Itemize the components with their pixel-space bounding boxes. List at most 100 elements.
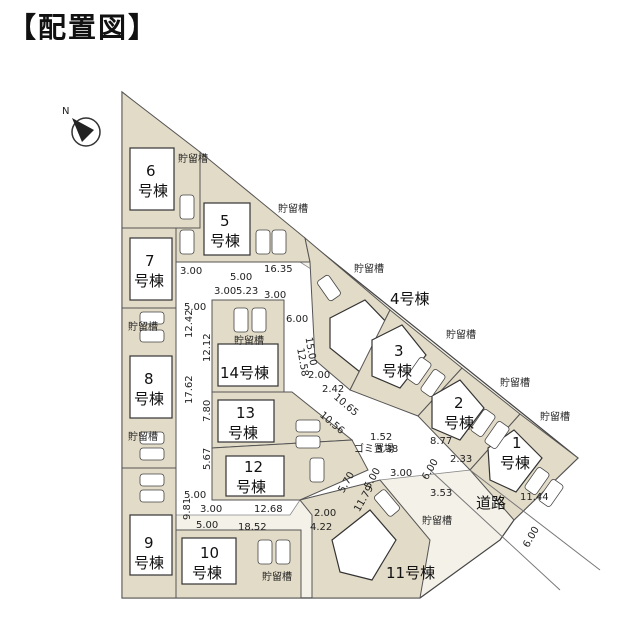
house-1-suffix: 号棟 xyxy=(500,454,530,472)
parked-car xyxy=(317,274,341,302)
house-13-number: 13 xyxy=(236,404,255,422)
dimension: 5.00 xyxy=(230,272,252,283)
house-7-suffix: 号棟 xyxy=(134,272,164,290)
dimension: 8.77 xyxy=(430,436,452,447)
house-4-label: 4号棟 xyxy=(390,290,430,308)
road-label: 道路 xyxy=(476,494,506,512)
dimension: 6.00 xyxy=(286,314,308,325)
page-title: 【配置図】 xyxy=(8,11,159,44)
dimension: 5.67 xyxy=(202,448,213,470)
house-9-suffix: 号棟 xyxy=(134,554,164,572)
house-3-suffix: 号棟 xyxy=(382,362,412,380)
parked-car xyxy=(179,194,195,220)
parked-car xyxy=(295,419,321,433)
dimension: 4.22 xyxy=(310,522,332,533)
house-6-suffix: 号棟 xyxy=(138,182,168,200)
house-9-number: 9 xyxy=(144,534,154,552)
parked-car xyxy=(139,489,165,503)
parked-car xyxy=(139,311,165,325)
tank-label: 貯留槽 xyxy=(128,430,158,443)
dimension: 5.00 xyxy=(196,520,218,531)
parked-car xyxy=(484,421,510,449)
dimension: 11.44 xyxy=(520,492,549,503)
parked-car xyxy=(420,369,446,397)
parked-car xyxy=(470,409,496,437)
house-3-number: 3 xyxy=(394,342,404,360)
dimension: 1.52 xyxy=(370,432,392,443)
tank-label: 貯留槽 xyxy=(178,152,208,165)
house-2 xyxy=(431,379,485,441)
tank-label: 貯留槽 xyxy=(278,202,308,215)
dimension: 15.00 xyxy=(303,336,319,366)
parked-car xyxy=(257,539,273,565)
house-13-suffix: 号棟 xyxy=(228,424,258,442)
parked-car xyxy=(538,479,564,507)
tank-label: 貯留槽 xyxy=(422,514,452,527)
house-9 xyxy=(129,514,173,576)
house-6 xyxy=(129,147,175,211)
parked-car xyxy=(275,539,291,565)
house-10-suffix: 号棟 xyxy=(192,564,222,582)
dimension: 3.38 xyxy=(376,444,398,455)
house-labels: 6 号棟 5 号棟 7 号棟 8 号棟 9 号棟 10 号棟 14号棟 13 号… xyxy=(134,162,530,582)
house-12-suffix: 号棟 xyxy=(236,478,266,496)
parked-car xyxy=(179,229,195,255)
tank-label: 貯留槽 xyxy=(500,376,530,389)
parked-car xyxy=(233,307,249,333)
dimension: 17.62 xyxy=(184,375,195,404)
house-6-number: 6 xyxy=(146,162,156,180)
dimension: 9.81 xyxy=(182,498,193,520)
parked-car xyxy=(251,307,267,333)
parked-car xyxy=(139,329,165,343)
tank-label: 貯留槽 xyxy=(262,570,292,583)
house-8-suffix: 号棟 xyxy=(134,390,164,408)
house-7-number: 7 xyxy=(145,252,155,270)
house-11 xyxy=(331,509,397,581)
road-edge xyxy=(469,469,601,571)
parked-car xyxy=(139,473,165,487)
tank-label: 貯留槽 xyxy=(540,410,570,423)
house-8 xyxy=(129,355,173,419)
parked-car xyxy=(295,435,321,449)
parked-car xyxy=(139,447,165,461)
house-2-suffix: 号棟 xyxy=(444,414,474,432)
dimension: 16.35 xyxy=(264,264,293,275)
dimension: 3.53 xyxy=(430,488,452,499)
dimension: 5.23 xyxy=(236,286,258,297)
dimension: 2.00 xyxy=(308,370,330,381)
dimension: 3.00 xyxy=(264,290,286,301)
tank-labels: 貯留槽 貯留槽 貯留槽 貯留槽 貯留槽 貯留槽 貯留槽 貯留槽 貯留槽 貯留槽 … xyxy=(128,152,570,583)
tank-label: 貯留槽 xyxy=(446,328,476,341)
parked-car xyxy=(271,229,287,255)
north-label: N xyxy=(62,106,69,117)
parked-car xyxy=(406,357,432,385)
road-edge xyxy=(429,469,561,591)
house-8-number: 8 xyxy=(144,370,154,388)
dimension: 3.00 xyxy=(200,504,222,515)
house-12 xyxy=(225,455,285,497)
dimension: 12.42 xyxy=(184,309,195,338)
house-13 xyxy=(217,399,275,443)
dimension: 18.52 xyxy=(238,522,267,533)
dimension: 3.00 xyxy=(390,468,412,479)
house-7 xyxy=(129,237,173,301)
dimension: 7.80 xyxy=(202,400,213,422)
tank-label: 貯留槽 xyxy=(128,320,158,333)
parked-car xyxy=(524,467,550,495)
dimension: 12.68 xyxy=(254,504,283,515)
garbage-label: ゴミ置場 xyxy=(354,442,394,455)
house-1-number: 1 xyxy=(512,434,522,452)
parked-car xyxy=(255,229,271,255)
tank-label: 貯留槽 xyxy=(234,334,264,347)
tank-label: 貯留槽 xyxy=(354,262,384,275)
dimension: 2.42 xyxy=(322,384,344,395)
parked-car xyxy=(374,489,400,517)
house-10-number: 10 xyxy=(200,544,219,562)
house-11-label: 11号棟 xyxy=(386,564,435,582)
house-5 xyxy=(203,202,251,256)
house-1 xyxy=(487,429,543,493)
house-5-number: 5 xyxy=(220,212,230,230)
house-14-label: 14号棟 xyxy=(220,364,269,382)
dimension: 2.33 xyxy=(450,454,472,465)
